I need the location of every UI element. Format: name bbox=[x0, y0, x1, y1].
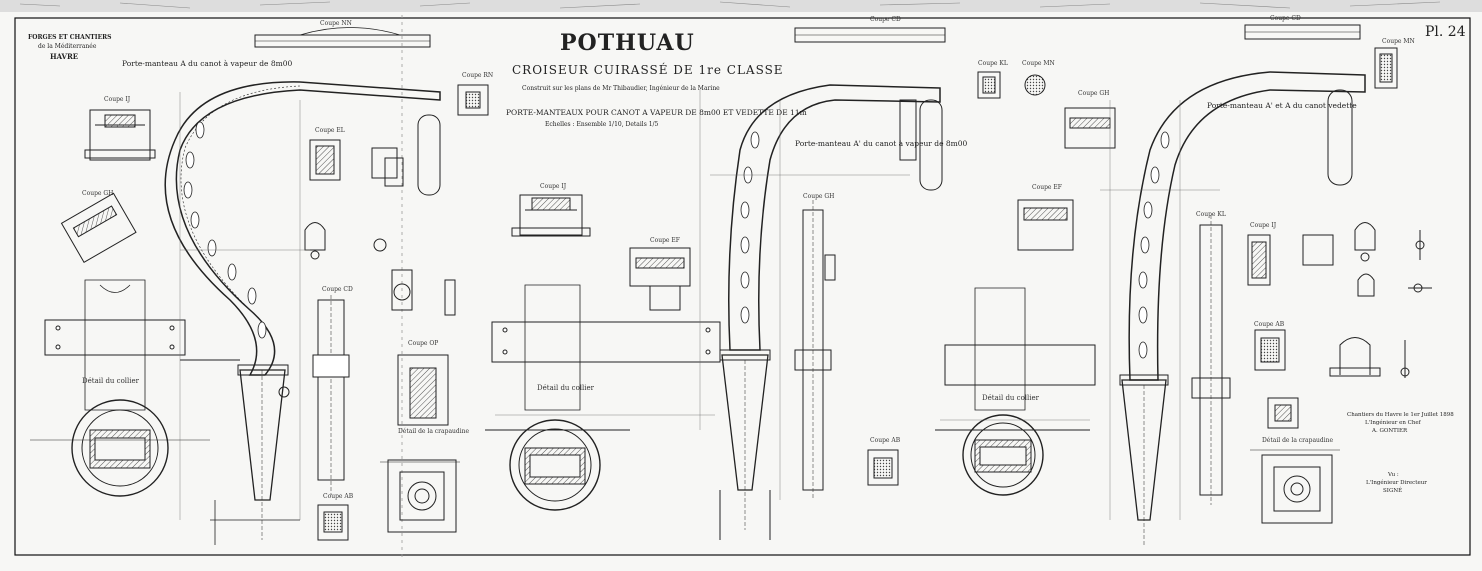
section-label: Coupe KL bbox=[1196, 211, 1226, 218]
right-view-title: Porte-manteau A' et A du canot vedette bbox=[1207, 101, 1357, 110]
detail-label: Détail du collier bbox=[82, 377, 139, 385]
signature-line: Chantiers du Havre le 1er Juillet 1898 bbox=[1347, 412, 1454, 418]
plate-subtitle: CROISEUR CUIRASSÉ DE 1re CLASSE bbox=[512, 63, 784, 77]
plate-border bbox=[14, 17, 1471, 556]
middle-view-title: Porte-manteau A' du canot à vapeur de 8m… bbox=[795, 139, 968, 148]
section-label: Coupe CD bbox=[322, 286, 353, 293]
shipyard-line-3: HAVRE bbox=[50, 52, 79, 61]
section-label: Coupe CD bbox=[1270, 15, 1301, 22]
section-label: Coupe EL bbox=[315, 127, 345, 134]
section-label: Coupe EF bbox=[1032, 184, 1062, 191]
section-label: Coupe KL bbox=[978, 60, 1008, 67]
middle-davit-group bbox=[485, 27, 1116, 540]
right-davit-group bbox=[1119, 24, 1432, 545]
paper-speckle bbox=[19, 1, 1441, 9]
section-label: Coupe AB bbox=[1254, 321, 1285, 328]
shipyard-line-2: de la Méditerranée bbox=[38, 43, 97, 50]
paper-damage-top bbox=[0, 0, 1482, 12]
section-label: Coupe IJ bbox=[540, 183, 567, 190]
section-label: Coupe NN bbox=[320, 20, 352, 27]
section-label: Coupe RN bbox=[462, 72, 494, 79]
section-label: Coupe GH bbox=[1078, 90, 1110, 97]
signature-line: SIGNÉ bbox=[1383, 488, 1403, 494]
plate-number: Pl. 24 bbox=[1425, 24, 1466, 40]
shipyard-line-1: FORGES ET CHANTIERS bbox=[28, 34, 112, 41]
section-label: Coupe MN bbox=[1382, 38, 1415, 45]
section-label: Coupe IJ bbox=[1250, 222, 1277, 229]
detail-label: Détail du collier bbox=[982, 394, 1039, 402]
signature-line: A. GONTIER bbox=[1372, 428, 1408, 434]
section-label: Coupe GH bbox=[82, 190, 114, 197]
left-view-title: Porte-manteau A du canot à vapeur de 8m0… bbox=[122, 59, 293, 68]
plate-scales: Echelles : Ensemble 1/10, Details 1/5 bbox=[545, 121, 659, 128]
section-label: Coupe IJ bbox=[104, 96, 131, 103]
plate-credit: Construit sur les plans de Mr Thibaudier… bbox=[522, 85, 720, 92]
section-label: Coupe AB bbox=[323, 493, 354, 500]
section-label: Coupe OP bbox=[408, 340, 439, 347]
signature-line: L'Ingénieur en Chef bbox=[1365, 420, 1421, 426]
section-label: Coupe EF bbox=[650, 237, 680, 244]
plate-heading: PORTE-MANTEAUX POUR CANOT A VAPEUR DE 8m… bbox=[506, 108, 807, 117]
section-label: Coupe MN bbox=[1022, 60, 1055, 67]
detail-label: Détail de la crapaudine bbox=[398, 428, 470, 435]
section-label: Coupe GH bbox=[803, 193, 835, 200]
signature-line: Vu : bbox=[1388, 472, 1399, 478]
left-davit-group bbox=[30, 27, 489, 545]
dimension-lines bbox=[179, 90, 1220, 520]
detail-label: Détail du collier bbox=[537, 384, 594, 392]
section-label: Coupe AB bbox=[870, 437, 901, 444]
section-label: Coupe CD bbox=[870, 16, 901, 23]
detail-label: Détail de la crapaudine bbox=[1262, 437, 1334, 444]
plate-title: POTHUAU bbox=[560, 30, 695, 56]
signature-line: L'Ingénieur Directeur bbox=[1366, 480, 1427, 486]
